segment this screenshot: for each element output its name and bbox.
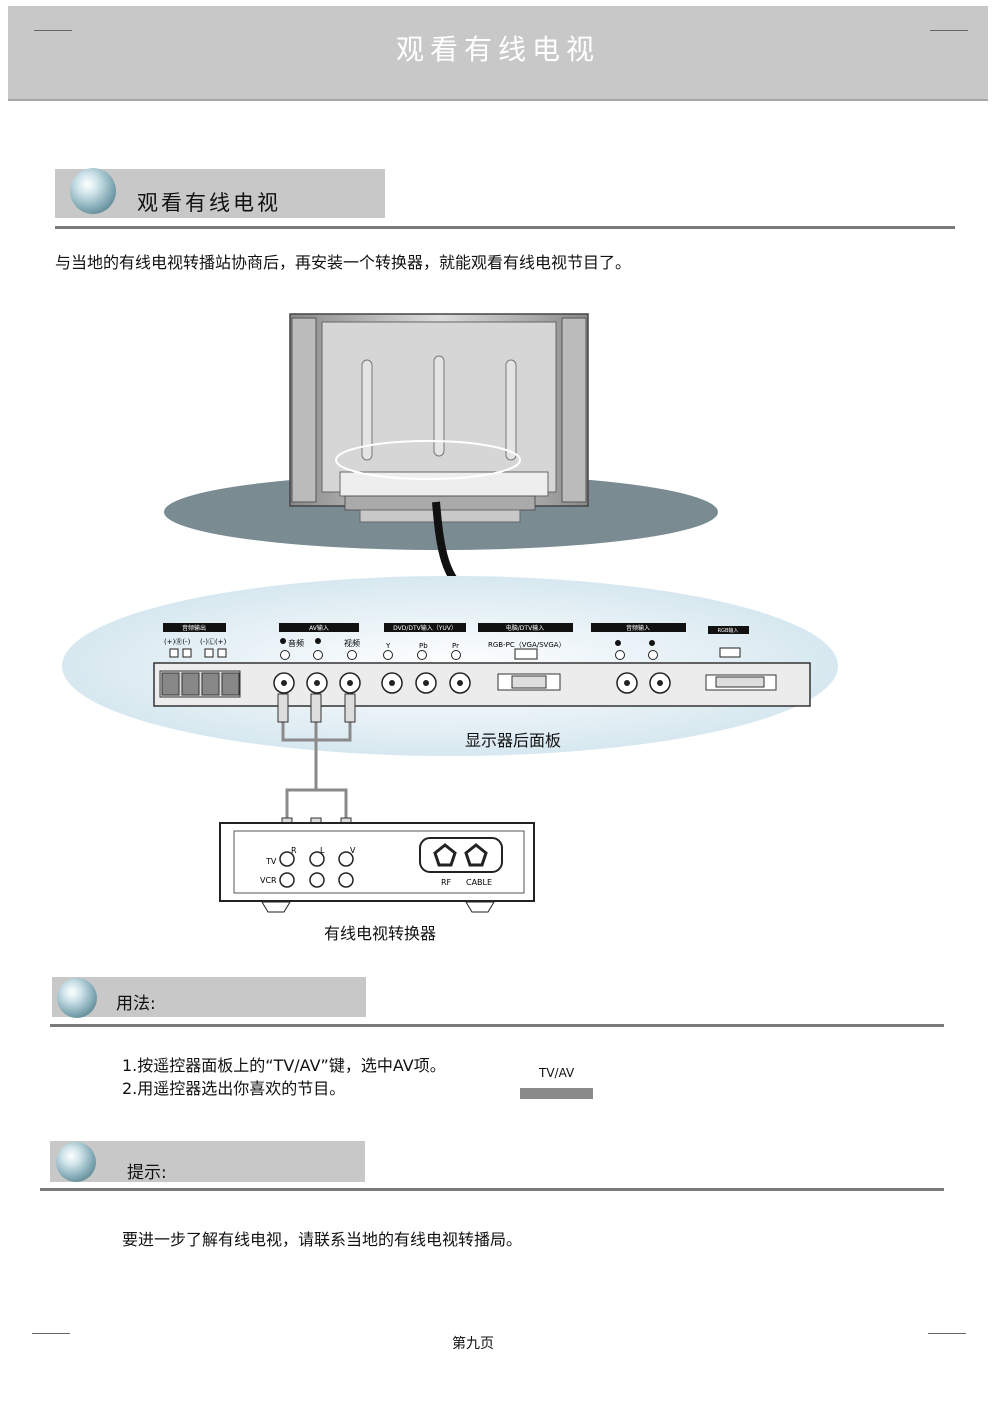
section-bullet-icon	[70, 168, 116, 214]
crop-mark	[930, 30, 968, 31]
tv-port-label: TV	[265, 857, 277, 866]
section-divider	[40, 1188, 944, 1191]
rgbpc-label: RGB-PC（VGA/SVGA）	[488, 641, 566, 649]
tips-text: 要进一步了解有线电视，请联系当地的有线电视转播局。	[122, 1230, 523, 1249]
crop-mark	[34, 30, 72, 31]
page-number: 第九页	[452, 1336, 494, 1352]
group-audio-out-label: 音频输出	[182, 624, 206, 632]
video-label: 视频	[344, 638, 360, 648]
usage-header-bar	[52, 977, 366, 1017]
speaker-terminals	[159, 670, 241, 698]
converter-caption: 有线电视转换器	[324, 924, 437, 943]
section-divider	[50, 1024, 944, 1027]
crop-mark	[32, 1333, 70, 1334]
page-title: 观看有线电视	[395, 33, 600, 66]
section-bullet-icon	[56, 1142, 96, 1182]
section-divider	[55, 226, 955, 229]
group-dvd-in-label: DVD/DTV输入（YUV）	[393, 624, 457, 632]
header-banner: 观看有线电视	[8, 6, 988, 101]
usage-step-1: 1.按遥控器面板上的“TV/AV”键，选中AV项。	[122, 1056, 446, 1075]
tvav-button-label: TV/AV	[539, 1066, 575, 1080]
section-bullet-icon	[57, 978, 97, 1018]
usage-title: 用法:	[116, 994, 156, 1014]
l-port-label: L	[320, 846, 325, 855]
tv-back-view	[289, 313, 589, 523]
group-audio-in-label: 音频输入	[626, 624, 650, 632]
group-pc-in-label: 电脑/DTV输入	[506, 624, 544, 632]
cable-label: CABLE	[466, 878, 492, 887]
pb-label: Pb	[419, 642, 428, 650]
intro-text: 与当地的有线电视转播站协商后，再安装一个转换器，就能观看有线电视节目了。	[55, 253, 632, 272]
tips-title: 提示:	[127, 1163, 167, 1183]
v-port-label: V	[350, 846, 356, 855]
pr-label: Pr	[452, 642, 459, 650]
y-label: Y	[385, 642, 391, 650]
r-port-label: R	[291, 846, 297, 855]
tips-header-bar	[50, 1141, 365, 1182]
audio-label: 音频	[288, 638, 304, 648]
speaker-r-label: (+)Ⓡ(-)	[164, 638, 191, 646]
connection-diagram: 音频输出 AV输入 DVD/DTV输入（YUV） 电脑/DTV输入 音频输入 R…	[62, 313, 838, 913]
vcr-port-label: VCR	[260, 876, 277, 885]
crop-mark	[928, 1333, 966, 1334]
group-rgb-in-label: RGB输入	[718, 627, 739, 634]
rear-panel	[153, 662, 811, 707]
cable-converter-box	[219, 822, 535, 913]
tvav-button-icon	[520, 1088, 593, 1099]
section-title: 观看有线电视	[137, 191, 281, 215]
speaker-l-label: (-)Ⓛ(+)	[200, 638, 227, 646]
rf-label: RF	[441, 878, 452, 887]
usage-step-2: 2.用遥控器选出你喜欢的节目。	[122, 1079, 346, 1098]
group-av-in-label: AV输入	[309, 624, 329, 632]
rear-panel-caption: 显示器后面板	[465, 731, 562, 750]
